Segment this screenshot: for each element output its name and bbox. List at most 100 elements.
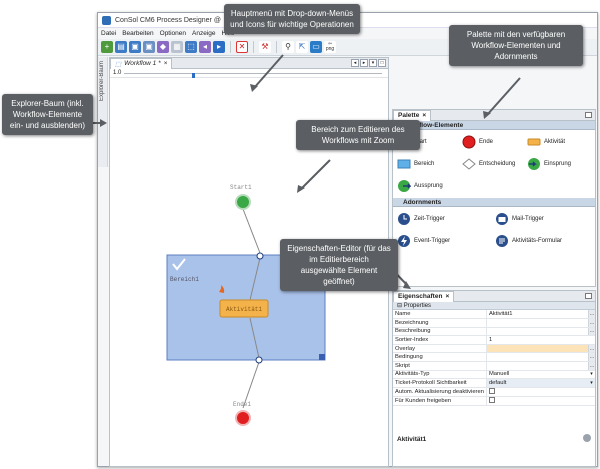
autom-aktualisierung-checkbox[interactable] xyxy=(488,387,495,394)
ellipsis-button[interactable]: … xyxy=(588,319,595,327)
palette-item-entscheidung[interactable]: Entscheidung xyxy=(462,154,527,174)
property-value-bezeichnung[interactable]: … xyxy=(486,318,595,328)
save-as-icon[interactable]: ▣ xyxy=(143,41,155,53)
zoom-slider-handle[interactable] xyxy=(192,73,195,81)
ellipsis-button[interactable]: … xyxy=(588,344,595,353)
property-key: Für Kunden freigeben xyxy=(393,396,487,406)
maximize-icon[interactable]: □ xyxy=(378,59,386,67)
editor-nav-buttons: ◂ ▸ ▾ □ xyxy=(351,59,386,67)
property-select-aktivitaets-typ[interactable]: Manuell▾ xyxy=(486,370,595,380)
palette-item-aussprung[interactable]: Aussprung xyxy=(397,176,462,196)
scope-entry-port[interactable] xyxy=(256,252,264,260)
menu-datei[interactable]: Datei xyxy=(101,30,117,37)
start-node[interactable] xyxy=(235,194,251,210)
zoom-slider[interactable] xyxy=(124,73,382,81)
list-icon[interactable]: ▾ xyxy=(369,59,377,67)
property-value-beschreibung[interactable]: … xyxy=(486,327,595,337)
palette-section-adornments[interactable]: Adornments xyxy=(393,198,595,207)
search-icon[interactable]: ⚲ xyxy=(282,41,294,53)
minimize-icon[interactable] xyxy=(585,293,592,299)
scope-resize-handle[interactable] xyxy=(319,354,325,360)
png-icon[interactable]: ⇦png xyxy=(324,41,336,53)
edge-start-to-scope[interactable] xyxy=(242,208,261,254)
explorer-tree-label: Explorer-Baum xyxy=(99,61,105,102)
palette-item-event-trigger[interactable]: Event-Trigger xyxy=(397,231,495,251)
back-icon[interactable]: ◂ xyxy=(199,41,211,53)
edge-scope-to-activity[interactable] xyxy=(249,257,261,301)
end-node-label: Ende1 xyxy=(233,401,251,408)
tab-palette[interactable]: Palette × xyxy=(393,109,432,121)
palette-item-ende[interactable]: Ende xyxy=(462,132,527,152)
edge-to-end[interactable] xyxy=(242,361,260,409)
palette-item-aktivitaets-formular[interactable]: Aktivitäts-Formular xyxy=(495,231,593,251)
chevron-down-icon[interactable]: ▾ xyxy=(590,371,593,378)
ellipsis-button[interactable]: … xyxy=(588,353,595,362)
callout-main-menu: Hauptmenü mit Drop-down-Menüs und Icons … xyxy=(224,4,360,34)
menu-optionen[interactable]: Optionen xyxy=(159,30,187,37)
property-select-ticket-protokoll[interactable]: default▾ xyxy=(486,378,595,388)
checkmark-icon xyxy=(172,258,186,271)
property-value-overlay[interactable]: … xyxy=(486,344,595,354)
close-icon[interactable]: × xyxy=(445,293,450,300)
close-icon[interactable]: × xyxy=(422,112,427,119)
toolbar-separator xyxy=(230,41,231,53)
kunden-freigeben-checkbox[interactable] xyxy=(488,396,495,403)
export-icon[interactable]: ▭ xyxy=(310,41,322,53)
property-value-name[interactable]: Aktivität1… xyxy=(486,310,595,320)
property-value-skript[interactable]: … xyxy=(486,361,595,371)
end-node[interactable] xyxy=(235,410,251,426)
palette-item-mail-trigger[interactable]: Mail-Trigger xyxy=(495,209,593,229)
selected-element-name: Aktivität1 xyxy=(397,436,427,443)
edge-activity-to-exit[interactable] xyxy=(249,317,260,359)
palette-item-label: Aktivität xyxy=(544,139,566,145)
tab-workflow-1[interactable]: ⬚ Workflow 1 * × xyxy=(110,57,173,69)
close-icon[interactable]: × xyxy=(163,60,168,67)
tab-eigenschaften[interactable]: Eigenschaften × xyxy=(393,290,455,302)
palette-item-zeit-trigger[interactable]: Zeit-Trigger xyxy=(397,209,495,229)
palette-item-aktivitaet[interactable]: Aktivität xyxy=(527,132,592,152)
palette-item-einsprung[interactable]: Einsprung xyxy=(527,154,592,174)
help-icon[interactable] xyxy=(583,434,591,442)
scope-exit-port[interactable] xyxy=(255,356,263,364)
deploy-icon[interactable]: ⬚ xyxy=(185,41,197,53)
properties-section[interactable]: ⊟ Properties xyxy=(393,302,595,310)
property-key: Name xyxy=(393,310,487,320)
open-icon[interactable]: ▤ xyxy=(115,41,127,53)
decision-icon xyxy=(462,158,476,170)
fit-icon[interactable]: ⇱ xyxy=(296,41,308,53)
new-icon[interactable]: + xyxy=(101,41,113,53)
menu-anzeige[interactable]: Anzeige xyxy=(192,30,216,37)
property-row: Autom. Aktualisierung deaktivieren xyxy=(393,387,595,397)
exit-icon xyxy=(398,180,411,192)
palette-item-bereich[interactable]: Bereich xyxy=(397,154,462,174)
forward-icon[interactable]: ▸ xyxy=(213,41,225,53)
grid-icon[interactable]: ▦ xyxy=(171,41,183,53)
trigger-flame-icon xyxy=(219,285,225,293)
import-icon[interactable]: ◆ xyxy=(157,41,169,53)
ellipsis-button[interactable]: … xyxy=(588,327,595,336)
start-node-label: Start1 xyxy=(230,184,252,191)
property-value-bedingung[interactable]: … xyxy=(486,352,595,363)
menu-bearbeiten[interactable]: Bearbeiten xyxy=(122,30,154,37)
palette-adornments-grid: Zeit-Trigger Mail-Trigger Event-Trigger … xyxy=(393,207,595,253)
lightning-icon xyxy=(398,235,410,247)
mail-icon xyxy=(496,213,508,225)
property-value-sortier-index[interactable]: 1 xyxy=(486,335,595,345)
delete-icon[interactable]: ✕ xyxy=(236,41,248,53)
palette-section-elements[interactable]: Workflow-Elemente xyxy=(393,121,595,130)
settings-icon[interactable]: ⚒ xyxy=(259,41,271,53)
activity-node[interactable] xyxy=(219,299,269,318)
chevron-down-icon[interactable]: ▾ xyxy=(590,380,593,387)
prev-icon[interactable]: ◂ xyxy=(351,59,359,67)
save-icon[interactable]: ▣ xyxy=(129,41,141,53)
zoom-value: 1.0 xyxy=(113,70,122,76)
explorer-tree-tab[interactable]: Explorer-Baum xyxy=(98,57,108,167)
tab-workflow-1-label: Workflow 1 * xyxy=(124,60,161,67)
ellipsis-button[interactable]: … xyxy=(588,310,595,319)
ellipsis-button[interactable]: … xyxy=(588,362,595,370)
next-icon[interactable]: ▸ xyxy=(360,59,368,67)
minimize-icon[interactable] xyxy=(585,112,592,118)
